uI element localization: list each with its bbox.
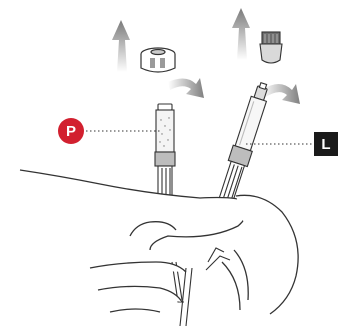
p-marker-badge: P (58, 118, 84, 144)
l-marker-badge: L (314, 132, 338, 156)
p-cap-removed (141, 48, 175, 72)
arrow-up-icon-right (232, 8, 250, 60)
curved-arrow-icon-right (262, 84, 300, 104)
l-cap-removed (260, 32, 282, 63)
arrow-up-icon-left (112, 20, 130, 72)
curved-arrow-icon-left (168, 78, 204, 98)
syringe-l (216, 81, 273, 205)
plunger-rods (180, 248, 230, 326)
